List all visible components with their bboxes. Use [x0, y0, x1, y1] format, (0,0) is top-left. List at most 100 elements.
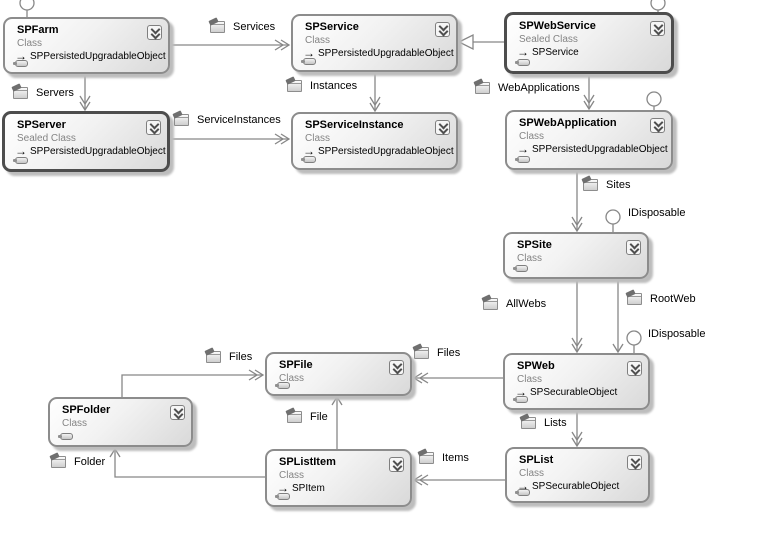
class-name: SPServer	[17, 119, 66, 131]
collapsed-compartment-icon[interactable]	[58, 433, 73, 440]
expand-chevron-icon[interactable]	[650, 21, 665, 36]
association-label-items[interactable]: Items	[419, 452, 469, 464]
base-type-arrow-icon	[517, 47, 529, 59]
class-name: SPListItem	[279, 456, 336, 468]
expand-chevron-icon[interactable]	[389, 360, 404, 375]
class-stereotype: Class	[517, 253, 543, 264]
base-type-name: SPPersistedUpgradableObject	[532, 144, 668, 155]
class-box-splist[interactable]: SPList Class SPSecurableObject	[505, 447, 650, 503]
association-label-servers[interactable]: Servers	[13, 87, 74, 99]
class-box-spsite[interactable]: SPSite Class	[503, 232, 649, 279]
expand-chevron-icon[interactable]	[389, 457, 404, 472]
expand-chevron-icon[interactable]	[626, 240, 641, 255]
property-icon	[210, 21, 225, 33]
collapsed-compartment-icon[interactable]	[513, 396, 528, 403]
class-stereotype: Class	[519, 468, 545, 479]
expand-chevron-icon[interactable]	[627, 455, 642, 470]
class-box-spfile[interactable]: SPFile Class	[265, 352, 412, 396]
association-label-services[interactable]: Services	[210, 21, 275, 33]
association-label-lists[interactable]: Lists	[521, 417, 567, 429]
base-type-row: SPPersistedUpgradableObject	[293, 47, 456, 60]
collapsed-compartment-icon[interactable]	[13, 60, 28, 67]
association-label-files-web[interactable]: Files	[414, 347, 460, 359]
association-label-allwebs[interactable]: AllWebs	[483, 298, 546, 310]
association-label-text: RootWeb	[650, 293, 696, 305]
property-icon	[13, 87, 28, 99]
association-label-file[interactable]: File	[287, 411, 328, 423]
class-name: SPFolder	[62, 404, 111, 416]
association-label-text: Items	[442, 452, 469, 464]
class-box-spwebapplication[interactable]: SPWebApplication Class SPPersistedUpgrad…	[505, 110, 673, 170]
association-label-text: WebApplications	[498, 82, 580, 94]
association-label-webapplications[interactable]: WebApplications	[475, 82, 580, 94]
association-sites-line	[571, 170, 583, 233]
lollipop-spfarm	[19, 0, 35, 17]
class-stereotype: Class	[305, 35, 331, 46]
class-name: SPWebApplication	[519, 117, 617, 129]
association-servers-line	[79, 74, 91, 112]
base-type-row: SPItem	[267, 482, 410, 495]
base-type-arrow-icon	[15, 146, 27, 158]
expand-chevron-icon[interactable]	[170, 405, 185, 420]
association-lists-line	[571, 410, 583, 448]
association-label-text: File	[310, 411, 328, 423]
inheritance-spwebservice-spservice	[457, 33, 504, 51]
expand-chevron-icon[interactable]	[650, 118, 665, 133]
class-stereotype: Class	[305, 133, 331, 144]
base-type-name: SPPersistedUpgradableObject	[318, 146, 454, 157]
class-box-spfolder[interactable]: SPFolder Class	[48, 397, 193, 447]
collapsed-compartment-icon[interactable]	[301, 156, 316, 163]
class-box-spwebservice[interactable]: SPWebService Sealed Class SPService	[504, 12, 674, 74]
base-type-row: SPPersistedUpgradableObject	[5, 145, 167, 158]
expand-chevron-icon[interactable]	[435, 22, 450, 37]
expand-chevron-icon[interactable]	[627, 361, 642, 376]
association-label-serviceinstances[interactable]: ServiceInstances	[174, 114, 281, 126]
association-label-rootweb[interactable]: RootWeb	[627, 293, 696, 305]
collapsed-compartment-icon[interactable]	[13, 157, 28, 164]
interface-name: IDisposable	[628, 207, 686, 219]
collapsed-compartment-icon[interactable]	[515, 489, 530, 496]
association-file-line	[331, 395, 343, 449]
association-label-sites[interactable]: Sites	[583, 179, 630, 191]
class-box-spweb[interactable]: SPWeb Class SPSecurableObject	[503, 353, 650, 410]
lollipop-idisposable-spsite	[605, 209, 621, 232]
association-rootweb-line	[612, 279, 624, 354]
association-webapplications-line	[583, 74, 595, 111]
lollipop-idisposable-spweb	[626, 330, 642, 353]
association-label-instances[interactable]: Instances	[287, 80, 357, 92]
class-box-spservice[interactable]: SPService Class SPPersistedUpgradableObj…	[291, 14, 458, 72]
collapsed-compartment-icon[interactable]	[275, 493, 290, 500]
association-label-files-folder[interactable]: Files	[206, 351, 252, 363]
collapsed-compartment-icon[interactable]	[513, 265, 528, 272]
association-label-text: Instances	[310, 80, 358, 92]
collapsed-compartment-icon[interactable]	[515, 59, 530, 66]
class-box-splistitem[interactable]: SPListItem Class SPItem	[265, 449, 412, 507]
class-box-spserviceinstance[interactable]: SPServiceInstance Class SPPersistedUpgra…	[291, 112, 458, 170]
association-label-text: Files	[229, 351, 253, 363]
class-stereotype: Class	[62, 418, 88, 429]
association-label-folder[interactable]: Folder	[51, 456, 105, 468]
collapsed-compartment-icon[interactable]	[275, 382, 290, 389]
class-name: SPList	[519, 454, 554, 466]
class-box-spfarm[interactable]: SPFarm Class SPPersistedUpgradableObject	[3, 17, 170, 74]
collapsed-compartment-icon[interactable]	[301, 58, 316, 65]
class-name: SPFile	[279, 359, 313, 371]
property-icon	[483, 298, 498, 310]
base-type-name: SPSecurableObject	[532, 481, 620, 492]
lollipop-spwebapplication	[646, 91, 662, 110]
expand-chevron-icon[interactable]	[435, 120, 450, 135]
base-type-name: SPPersistedUpgradableObject	[30, 51, 166, 62]
class-name: SPService	[305, 21, 359, 33]
expand-chevron-icon[interactable]	[146, 120, 161, 135]
base-type-row: SPPersistedUpgradableObject	[5, 50, 168, 63]
association-items-line	[412, 474, 505, 486]
property-icon	[287, 80, 302, 92]
class-box-spserver[interactable]: SPServer Sealed Class SPPersistedUpgrada…	[2, 111, 170, 172]
association-services-line	[170, 39, 291, 51]
expand-chevron-icon[interactable]	[147, 25, 162, 40]
base-type-arrow-icon	[517, 144, 529, 156]
class-stereotype: Sealed Class	[519, 34, 578, 45]
base-type-name: SPPersistedUpgradableObject	[30, 146, 166, 157]
collapsed-compartment-icon[interactable]	[515, 156, 530, 163]
